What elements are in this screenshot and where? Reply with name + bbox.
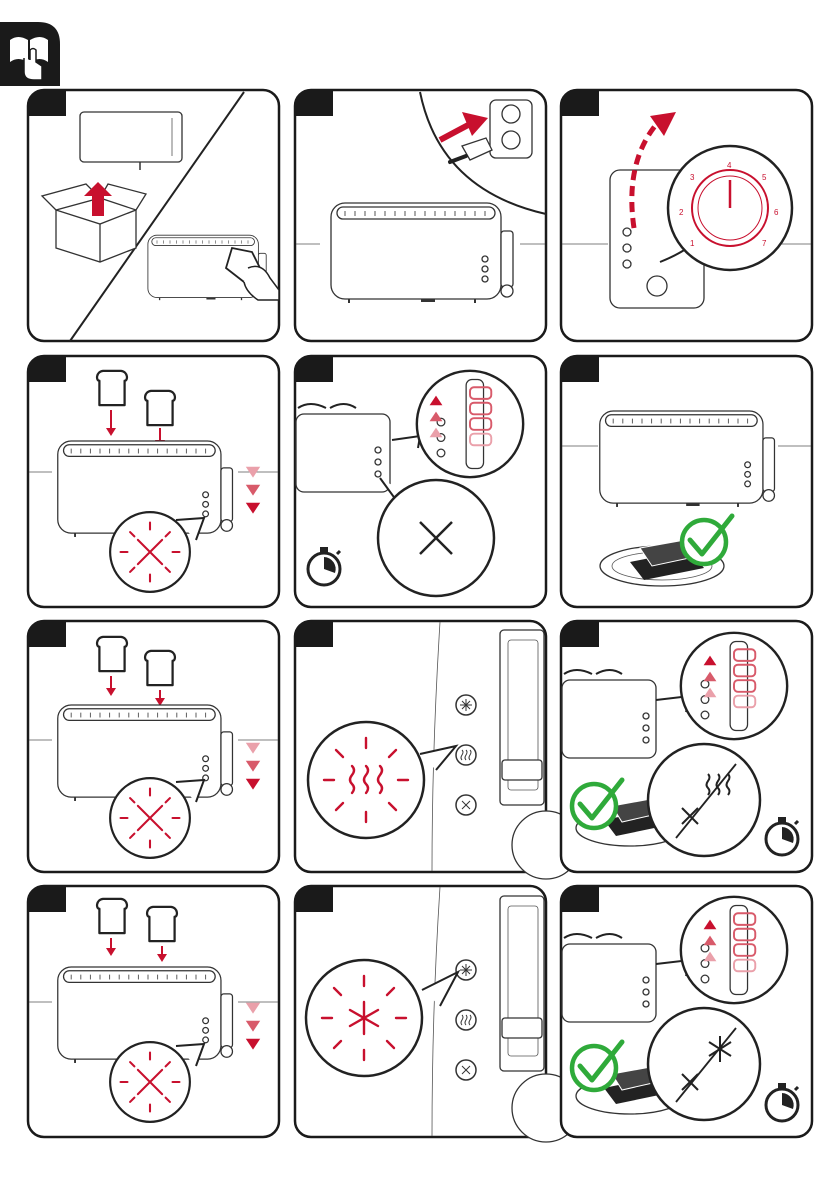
- heat-cross-icon: [648, 744, 760, 856]
- dial-label-2: 2: [679, 208, 684, 217]
- dial-label-7: 7: [762, 239, 767, 248]
- panel-toast-ready: [561, 356, 812, 607]
- lever-icon: [681, 633, 787, 739]
- blinking-cross-icon: [110, 512, 190, 592]
- toaster-icon: [600, 411, 775, 507]
- panel-unpack-and-wipe: [28, 90, 279, 341]
- panel-reheat-done: [561, 621, 812, 872]
- lever-icon: [681, 897, 787, 1003]
- bread-slice-icon: [145, 391, 175, 425]
- dial-label-3: 3: [690, 173, 695, 182]
- bread-slice-icon: [97, 899, 127, 933]
- bread-slice-icon: [97, 637, 127, 671]
- wall-socket-icon: [490, 100, 532, 158]
- dial-label-4: 4: [727, 161, 732, 170]
- blinking-cross-icon: [110, 1042, 190, 1122]
- cross-icon: [378, 480, 494, 596]
- panel-insert-bread-defrost: [28, 886, 279, 1137]
- panel-insert-bread-lower-lever: [28, 356, 279, 607]
- side-buttons-icon: [456, 960, 476, 1080]
- panel-insert-bread-reheat: [28, 621, 279, 872]
- blinking-cross-icon: [110, 778, 190, 858]
- panel-defrost-done: [561, 886, 812, 1137]
- panel-plug-in: [295, 90, 546, 341]
- lever-icon: [417, 371, 523, 477]
- side-buttons-icon: [456, 695, 476, 815]
- dial-label-5: 5: [762, 173, 767, 182]
- blinking-snowflake-icon: [306, 960, 422, 1076]
- read-manual-hand-icon: [0, 22, 60, 86]
- panel-reheat-button: [295, 621, 580, 879]
- snowflake-cross-icon: [648, 1008, 760, 1120]
- panel-defrost-button: [295, 886, 580, 1142]
- dial-label-6: 6: [774, 208, 779, 217]
- blinking-heat-icon: [308, 722, 424, 838]
- bread-slice-icon: [97, 371, 127, 405]
- bread-slice-icon: [147, 907, 177, 941]
- panel-cancel-button-timer: [295, 356, 546, 607]
- dial-label-1: 1: [690, 239, 695, 248]
- bread-slice-icon: [145, 651, 175, 685]
- panel-set-browning-level: 1 2 3 4 5 6 7: [561, 90, 812, 341]
- toaster-icon: [80, 112, 182, 170]
